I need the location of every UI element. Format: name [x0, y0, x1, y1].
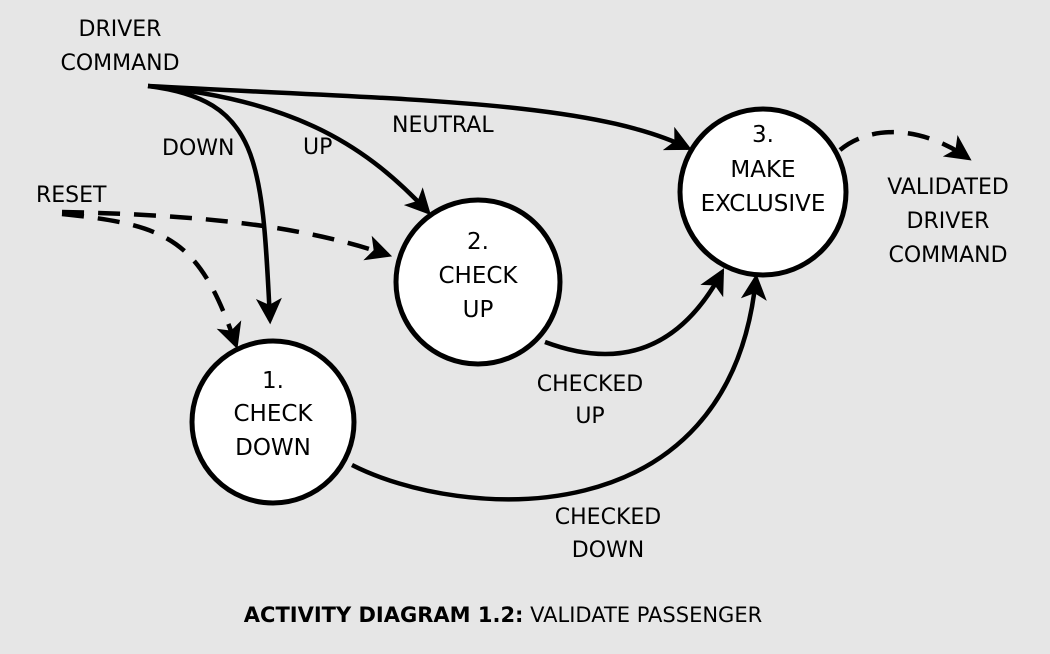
output-validated-line1: VALIDATED	[887, 175, 1009, 200]
output-validated-arrow	[838, 129, 972, 161]
output-validated-line3: COMMAND	[888, 243, 1007, 268]
node-make-exclusive: 3. MAKE EXCLUSIVE	[677, 106, 849, 278]
input-driver-command-line2: COMMAND	[60, 51, 179, 76]
caption-bold: ACTIVITY DIAGRAM 1.2:	[244, 603, 524, 627]
reset-to-check-down-arrow	[61, 211, 242, 350]
flow-up-arrow	[147, 83, 431, 216]
node-check-up: 2. CHECK UP	[393, 197, 563, 367]
node-check-up-line2: UP	[463, 297, 494, 323]
flow-checked-down-arrow	[350, 273, 767, 502]
flow-neutral-arrow	[147, 83, 692, 151]
flow-checked-up-line1: CHECKED	[537, 372, 643, 397]
diagram-caption: ACTIVITY DIAGRAM 1.2: VALIDATE PASSENGER	[244, 603, 762, 627]
output-validated-line2: DRIVER	[907, 209, 990, 234]
flow-checked-down-line1: CHECKED	[555, 505, 661, 530]
reset-to-check-up-arrow	[61, 209, 393, 261]
node-check-down-number: 1.	[262, 368, 284, 394]
node-check-down-line1: CHECK	[233, 401, 313, 427]
caption-rest: VALIDATE PASSENGER	[523, 603, 762, 627]
input-driver-command-line1: DRIVER	[79, 17, 162, 42]
node-make-exclusive-line2: EXCLUSIVE	[701, 191, 826, 217]
flow-down-arrow	[147, 83, 282, 325]
flow-neutral-label: NEUTRAL	[392, 113, 494, 138]
node-check-up-line1: CHECK	[438, 263, 518, 289]
flow-checked-down-line2: DOWN	[572, 538, 644, 563]
node-check-up-number: 2.	[467, 229, 489, 255]
node-check-down: 1. CHECK DOWN	[189, 338, 357, 506]
flow-checked-up-arrow	[544, 268, 725, 357]
input-reset-label: RESET	[36, 183, 107, 208]
flow-checked-up-line2: UP	[575, 404, 604, 429]
flow-up-label: UP	[303, 135, 332, 160]
node-make-exclusive-number: 3.	[752, 122, 774, 148]
node-check-down-line2: DOWN	[235, 435, 311, 461]
node-make-exclusive-line1: MAKE	[730, 157, 795, 183]
flow-down-label: DOWN	[162, 136, 234, 161]
